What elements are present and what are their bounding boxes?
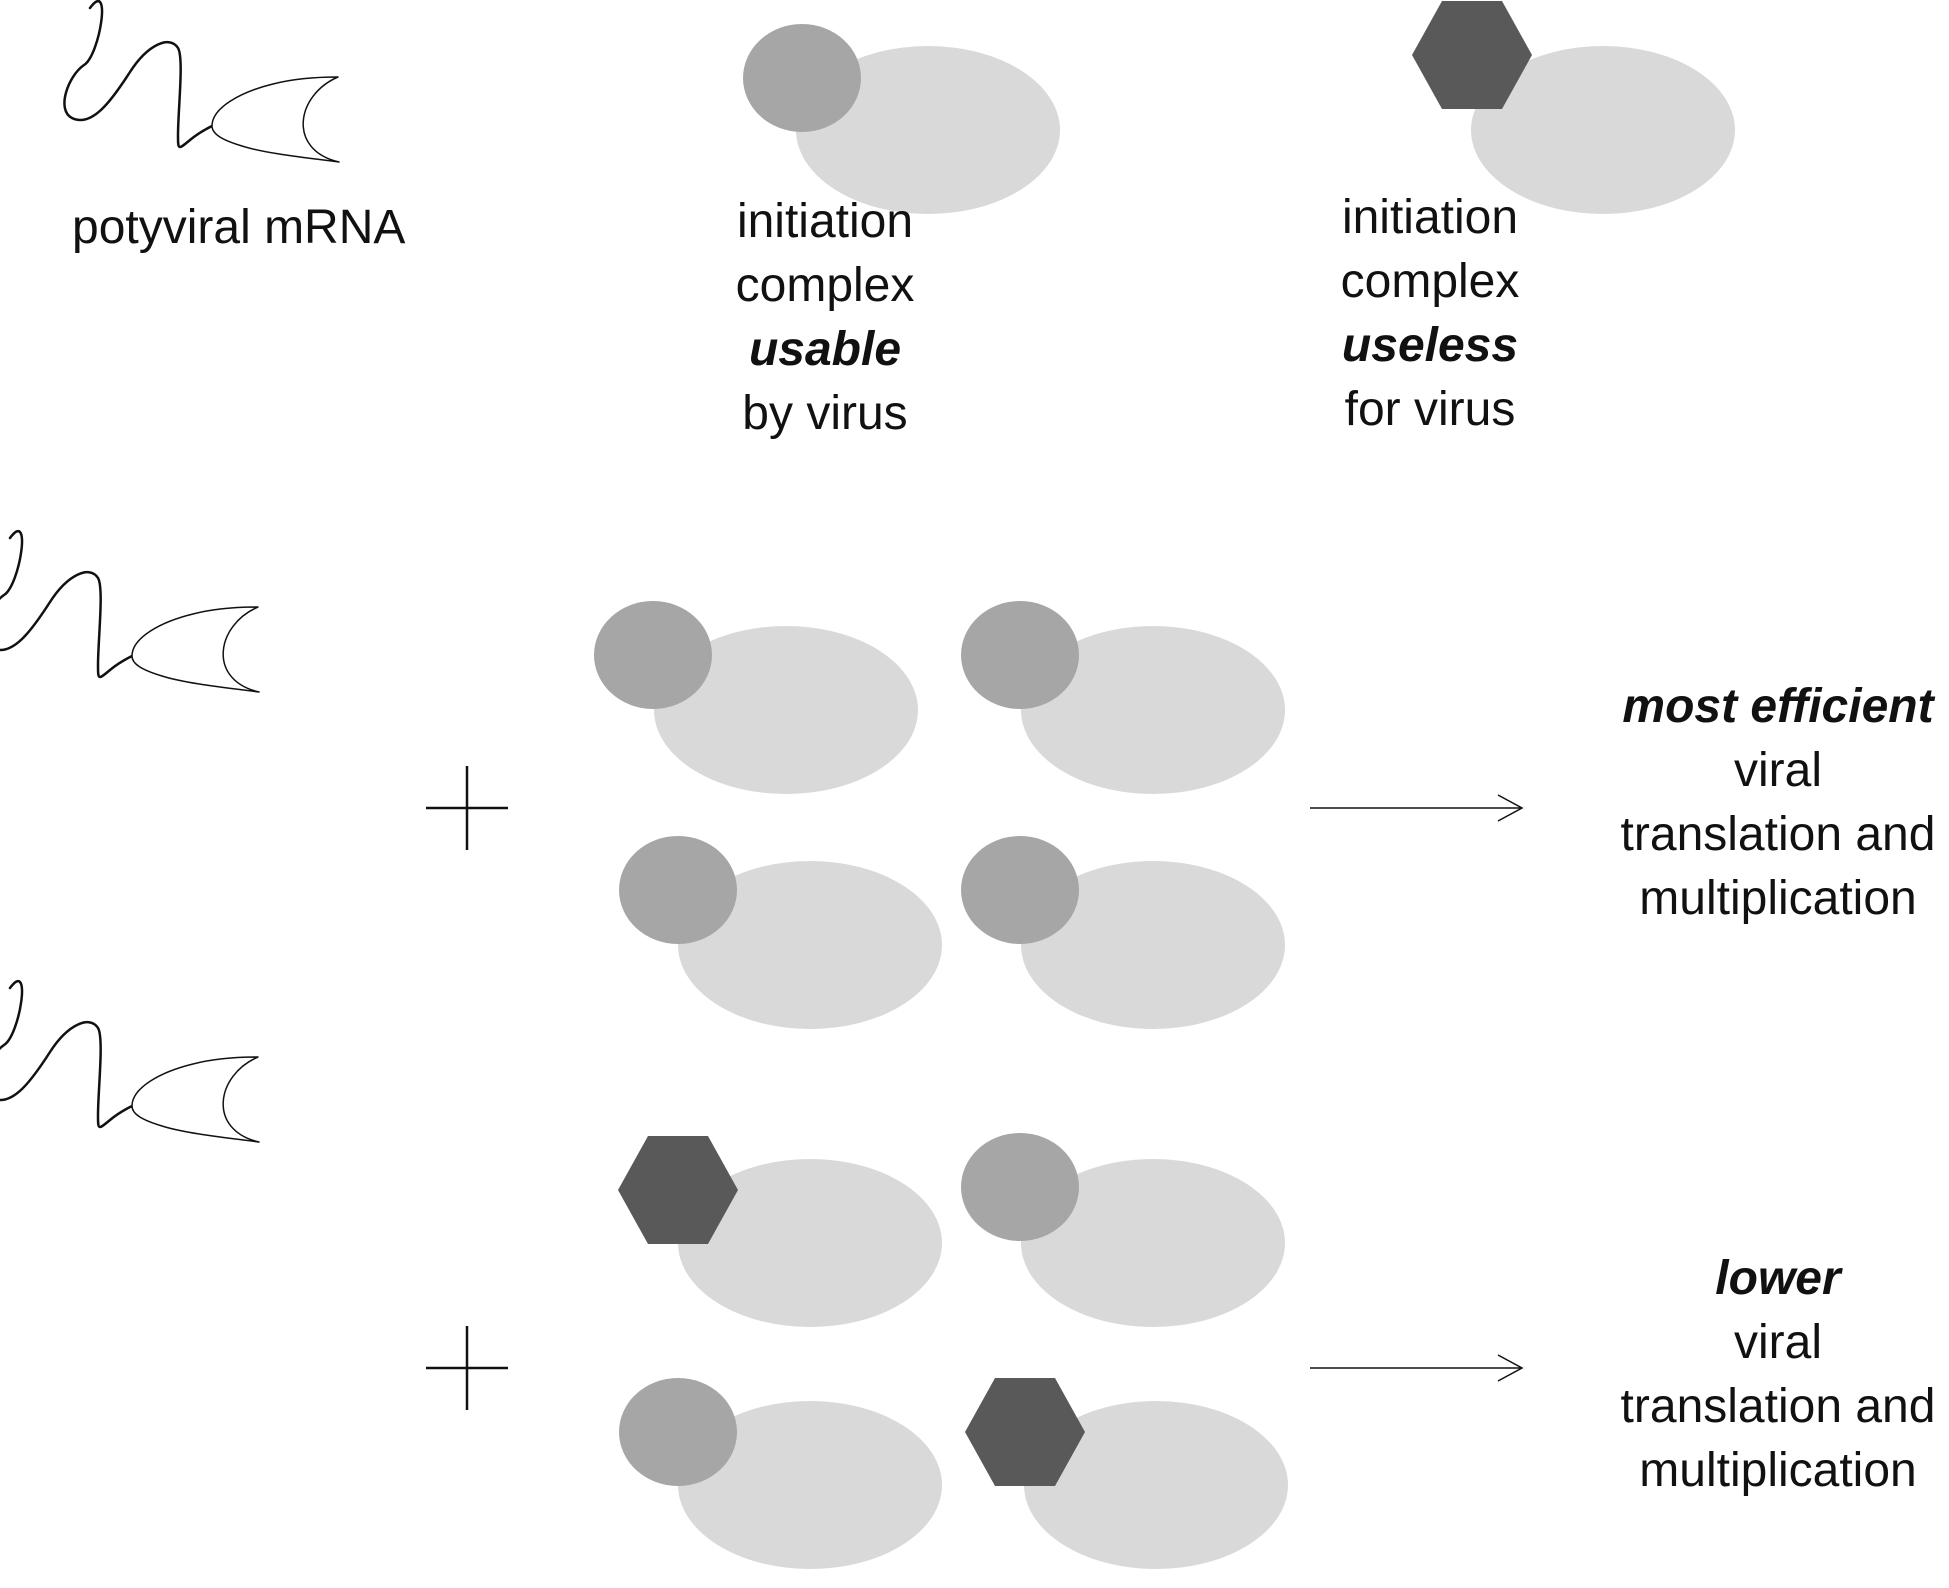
mrna-icon-lower: [0, 979, 261, 1144]
efficient-complex-4: [961, 836, 1285, 1029]
arrow-efficient: [1310, 794, 1524, 822]
mrna-icon-efficient: [0, 529, 261, 694]
mrna-legend-icon: [63, 0, 341, 164]
efficient-complex-3: [619, 836, 942, 1029]
efficient-result-emphasis: most efficient: [1622, 680, 1934, 733]
round-factor-icon: [961, 836, 1079, 944]
legend-useless-complex: [1412, 1, 1735, 214]
lower-complex-1: [618, 1136, 942, 1327]
lower-result-line2: viral: [1733, 1316, 1823, 1369]
plus-lower: [426, 1326, 508, 1410]
large-subunit-icon: [796, 46, 1060, 214]
hexagon-factor-icon: [965, 1378, 1085, 1486]
arrow-lower: [1310, 1354, 1524, 1382]
arrow-right-icon-head: [1497, 1354, 1524, 1382]
large-subunit-icon: [678, 861, 942, 1029]
useless-complex-legend-label: initiation complex useless for virus: [1341, 186, 1520, 442]
legend-usable-complex: [743, 24, 1060, 214]
lower-complex-4: [965, 1378, 1288, 1569]
useless-legend-line1: initiation: [1341, 191, 1519, 244]
usable-legend-line1: initiation: [736, 195, 914, 248]
lower-result-emphasis: lower: [1715, 1252, 1841, 1305]
large-subunit-icon: [678, 1401, 942, 1569]
plus-efficient: [426, 766, 508, 850]
round-factor-icon: [743, 24, 861, 132]
large-subunit-icon: [654, 626, 918, 794]
efficient-result-label: most efficient viral translation and mul…: [1621, 675, 1936, 931]
large-subunit-icon: [1021, 626, 1285, 794]
efficient-result-line2: viral: [1733, 744, 1823, 797]
lower-complex-3: [619, 1378, 942, 1569]
efficient-result-line4: multiplication: [1639, 872, 1917, 925]
usable-legend-line2: complex: [735, 259, 915, 312]
lower-result-label: lower viral translation and multiplicati…: [1621, 1247, 1936, 1503]
hexagon-factor-icon: [618, 1136, 738, 1244]
round-factor-icon: [961, 601, 1079, 709]
useless-legend-emphasis: useless: [1341, 319, 1519, 372]
lower-result-line3: translation and: [1620, 1380, 1936, 1433]
large-subunit-icon: [1021, 861, 1285, 1029]
large-subunit-icon: [1021, 1159, 1285, 1327]
large-subunit-icon: [1024, 1401, 1288, 1569]
usable-complex-legend-label: initiation complex usable by virus: [736, 190, 915, 446]
lower-complex-2: [961, 1133, 1285, 1327]
useless-legend-line2: complex: [1340, 255, 1520, 308]
round-factor-icon: [961, 1133, 1079, 1241]
lower-result-line4: multiplication: [1639, 1444, 1917, 1497]
efficient-complex-1: [594, 601, 918, 794]
usable-legend-emphasis: usable: [748, 323, 902, 376]
large-subunit-icon: [678, 1159, 942, 1327]
large-subunit-icon: [1471, 46, 1735, 214]
efficient-complex-2: [961, 601, 1285, 794]
efficient-result-line3: translation and: [1620, 808, 1936, 861]
mrna-legend-label: potyviral mRNA: [72, 196, 405, 260]
round-factor-icon: [594, 601, 712, 709]
mrna-legend-text: potyviral mRNA: [72, 201, 406, 254]
useless-legend-line4: for virus: [1344, 383, 1516, 436]
round-factor-icon: [619, 836, 737, 944]
round-factor-icon: [619, 1378, 737, 1486]
hexagon-factor-icon: [1412, 1, 1532, 109]
arrow-right-icon-head: [1497, 794, 1524, 822]
usable-legend-line4: by virus: [742, 387, 908, 440]
